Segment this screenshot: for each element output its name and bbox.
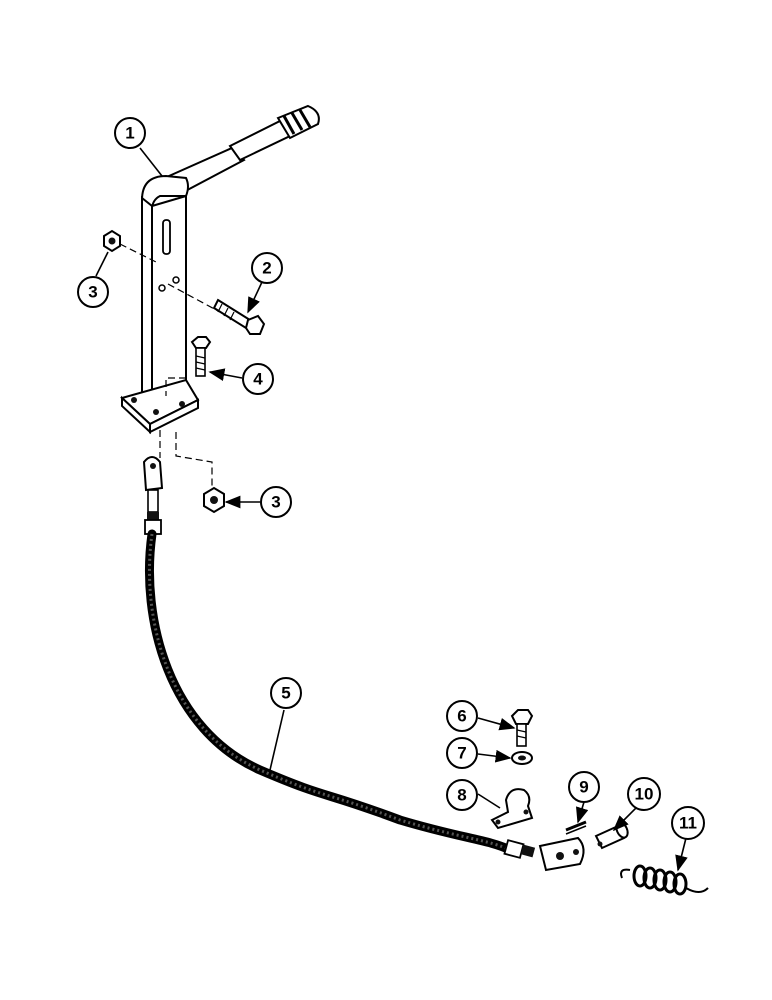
callout-3-lower: 3 (260, 486, 292, 518)
clamp-part-8 (490, 788, 534, 830)
callout-10: 10 (627, 777, 661, 811)
callout-10-label: 10 (635, 785, 654, 804)
callout-6-label: 6 (457, 707, 466, 726)
callout-2: 2 (251, 252, 283, 284)
cotter-pin-part-9 (565, 820, 587, 835)
callout-5: 5 (270, 677, 302, 709)
nut-top (103, 229, 121, 253)
callout-9-label: 9 (579, 778, 588, 797)
clevis-pin-part-10 (594, 821, 629, 850)
bolt-part-4 (190, 336, 212, 377)
control-cable (142, 456, 585, 872)
callout-4-label: 4 (253, 370, 263, 389)
callout-11-label: 11 (679, 814, 697, 833)
nut-lower (203, 486, 225, 514)
callout-3-top-label: 3 (88, 283, 97, 302)
callout-11: 11 (671, 806, 705, 840)
bolt-part-6 (510, 709, 534, 747)
callout-8: 8 (446, 779, 478, 811)
washer-part-7 (511, 751, 533, 765)
callout-8-label: 8 (457, 786, 466, 805)
callout-6: 6 (446, 700, 478, 732)
bolt-part-2 (167, 283, 266, 335)
callout-9: 9 (568, 771, 600, 803)
leader-lines (95, 147, 688, 872)
callout-1-label: 1 (125, 124, 134, 143)
callout-5-label: 5 (281, 684, 290, 703)
callout-2-label: 2 (262, 259, 271, 278)
callout-3-top: 3 (77, 276, 109, 308)
callout-7: 7 (446, 737, 478, 769)
callout-4: 4 (242, 363, 274, 395)
callout-3-lower-label: 3 (271, 493, 280, 512)
lever-grip (276, 104, 320, 140)
callout-1: 1 (114, 117, 146, 149)
spring-part-11 (620, 864, 709, 896)
lever-handle-assembly (120, 104, 320, 435)
callout-7-label: 7 (457, 744, 466, 763)
